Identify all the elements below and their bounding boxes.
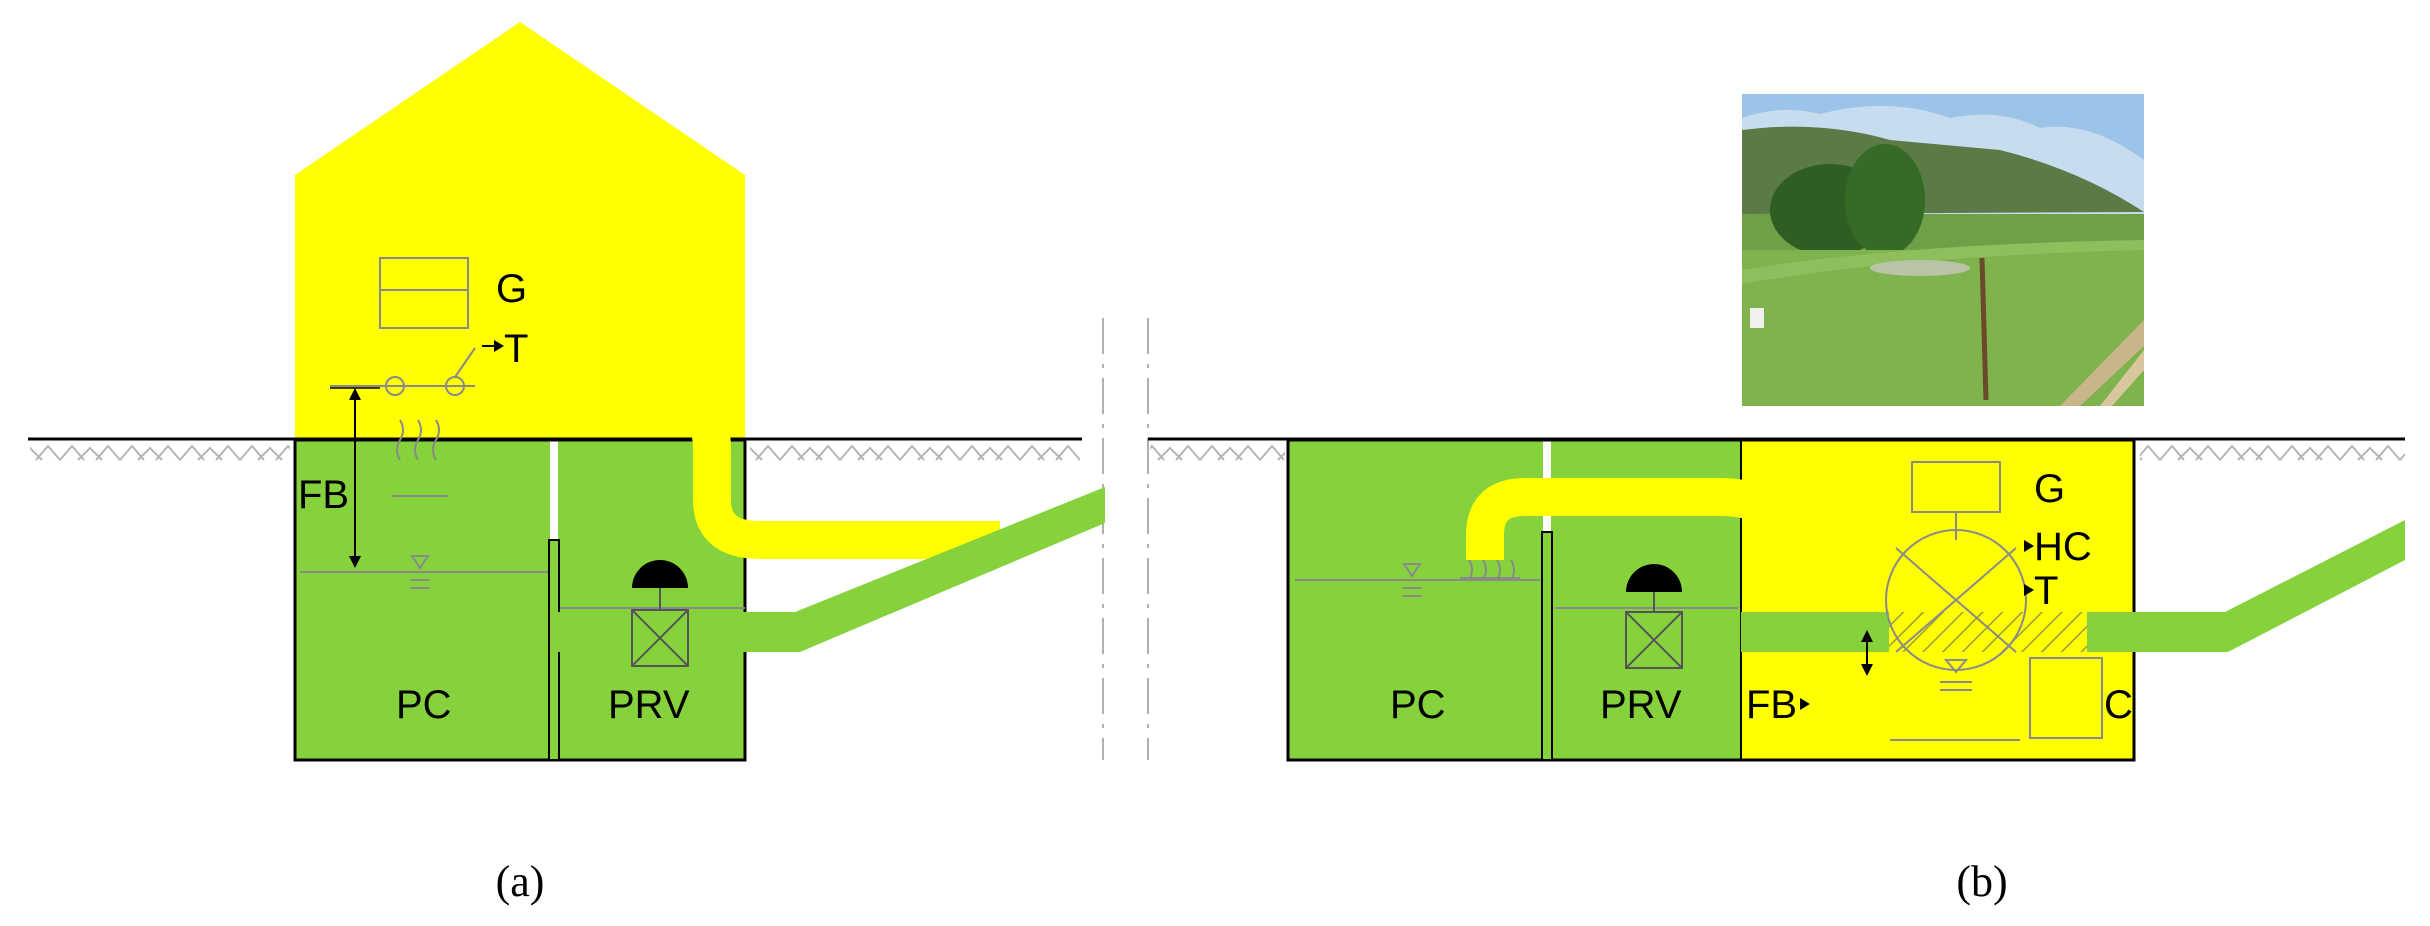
outlet-pipe-a [490,367,1000,559]
soil-hatch-left-a [30,440,290,466]
prv-valve-a [631,560,689,667]
label-hc-b: HC [2034,525,2092,569]
caption-b: (b) [1956,857,2007,906]
t-pointer-b [2024,584,2034,596]
equipment-sketch-a [300,257,745,609]
label-pc-b: PC [1390,683,1446,727]
inlet-pipe-b [1741,612,1889,652]
hc-pointer-b [2024,540,2034,552]
site-photo [1742,94,2144,406]
pipe-nozzle-a [470,368,498,404]
fb-pointer-b [1800,698,1810,710]
soil-hatch-right-a [750,440,1080,466]
fb-dimension-arrow-a [330,387,380,568]
label-prv-a: PRV [608,683,690,727]
inlet-pipe-a [558,612,758,652]
fb-dimension-arrow-b [1861,630,1873,676]
panel-a: G T FB PC PRV (a) [28,22,1149,906]
label-g-b: G [2034,467,2065,511]
caption-a: (a) [496,857,545,906]
yellow-pipe-b [1466,478,1890,719]
t-pointer-a [482,340,504,352]
pc-chamber-a [295,440,550,760]
soil-hatch-left-b [1150,440,1285,466]
soil-hatch-right-b [2140,440,2405,466]
label-prv-b: PRV [1600,683,1682,727]
outlet-pipe-b [2087,612,2187,652]
label-t-a: T [504,327,528,371]
label-g-a: G [496,267,527,311]
label-fb-a: FB [298,473,349,517]
penstock-a [755,487,1105,652]
turbine-house-a [295,22,745,440]
penstock-b [2185,520,2405,652]
label-pc-a: PC [396,683,452,727]
prv-valve-b [1625,564,1683,669]
label-fb-b: FB [1746,683,1797,727]
divider-wall-b [1541,531,1553,761]
label-t-b: T [2034,569,2058,613]
equipment-sketch-b [1295,461,2103,741]
divider-wall-a [548,539,560,761]
label-c-b: C [2104,683,2133,727]
hatched-section-b [1889,612,2087,652]
panel-b: G HC T FB PC PRV C (b) [1148,94,2405,906]
